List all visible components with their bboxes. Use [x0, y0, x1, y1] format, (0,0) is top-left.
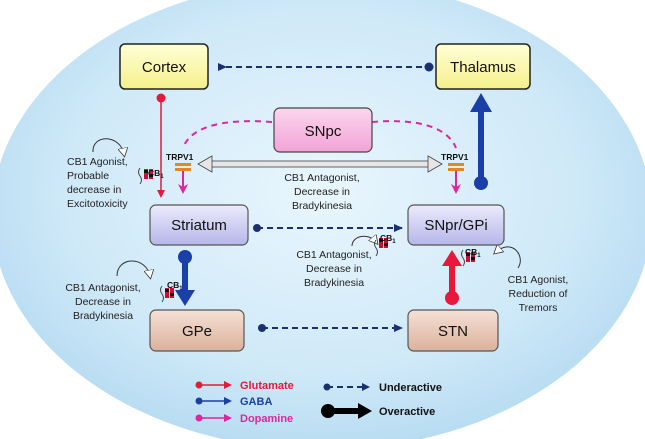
striatum-gpe-gaba — [175, 250, 195, 306]
annotation-cb1-antagonist-left: CB1 Antagonist, Decrease in Bradykinesia — [65, 282, 140, 322]
svg-text:Bradykinesia: Bradykinesia — [73, 310, 133, 322]
curve-arrow-left-top-icon — [92, 138, 124, 154]
curve-arrow-center-icon — [351, 236, 376, 247]
thalamus-label: Thalamus — [450, 59, 516, 76]
cb1-receptor-left-top-icon: CB1 — [138, 167, 164, 185]
cortex-striatum-glutamate — [156, 93, 166, 198]
cb1-receptor-right-icon: CB1 — [461, 247, 481, 267]
snpc-box: SNpc — [273, 107, 373, 153]
cortex-box: Cortex — [119, 43, 209, 90]
svg-text:CB1: CB1 — [148, 168, 164, 180]
curve-arrow-left-bottom-icon — [116, 260, 150, 276]
svg-text:decrease in: decrease in — [67, 184, 121, 196]
snpr-gpi-label: SNpr/GPi — [424, 217, 487, 234]
svg-text:CB1 Agonist,: CB1 Agonist, — [67, 156, 128, 168]
snpc-dopamine-left — [178, 120, 273, 194]
annotation-cb1-antagonist-center: CB1 Antagonist, Decrease in Bradykinesia — [284, 172, 359, 212]
svg-text:CB1 Agonist,: CB1 Agonist, — [508, 274, 569, 286]
striatum-label: Striatum — [171, 217, 227, 234]
stn-box: STN — [407, 309, 499, 352]
svg-text:CB1: CB1 — [465, 247, 481, 259]
trpv1-receptor-right-icon — [448, 163, 464, 171]
svg-text:Excitotoxicity: Excitotoxicity — [67, 198, 128, 210]
svg-text:CB1: CB1 — [380, 233, 396, 245]
legend-underactive: Underactive — [323, 382, 442, 394]
annotation-cb1-agonist-right: CB1 Agonist, Reduction of Tremors — [508, 274, 569, 314]
trpv1-receptor-left-icon — [175, 163, 191, 171]
svg-text:CB1 Antagonist,: CB1 Antagonist, — [65, 282, 140, 294]
legend-glutamate-label: Glutamate — [240, 380, 294, 392]
striatum-box: Striatum — [149, 204, 249, 246]
legend-overactive-label: Overactive — [379, 406, 435, 418]
stn-label: STN — [438, 323, 468, 340]
trpv1-label-left: TRPV1 — [166, 152, 194, 162]
svg-text:Reduction of: Reduction of — [509, 288, 568, 300]
legend-underactive-label: Underactive — [379, 382, 442, 394]
svg-text:Decrease in: Decrease in — [306, 263, 362, 275]
svg-text:CB1: CB1 — [167, 280, 183, 292]
cortex-thalamus-link — [218, 62, 434, 72]
legend-dopamine-label: Dopamine — [240, 413, 293, 425]
legend-overactive: Overactive — [321, 403, 435, 419]
stn-snpr-glutamate — [442, 250, 462, 305]
svg-text:Bradykinesia: Bradykinesia — [292, 200, 352, 212]
trpv1-double-arrow — [197, 155, 443, 173]
svg-text:Decrease in: Decrease in — [75, 296, 131, 308]
svg-text:CB1 Antagonist,: CB1 Antagonist, — [296, 249, 371, 261]
snpr-gpi-box: SNpr/GPi — [407, 204, 505, 246]
cortex-label: Cortex — [142, 59, 187, 76]
svg-text:Probable: Probable — [67, 170, 109, 182]
svg-text:Decrease in: Decrease in — [294, 186, 350, 198]
annotation-cb1-agonist-left: CB1 Agonist, Probable decrease in Excito… — [67, 156, 128, 210]
gpe-label: GPe — [182, 323, 212, 340]
svg-text:Bradykinesia: Bradykinesia — [304, 277, 364, 289]
legend-gaba-label: GABA — [240, 396, 272, 408]
gpe-stn-link — [258, 324, 403, 332]
legend-dopamine: Dopamine — [195, 413, 293, 425]
svg-text:Tremors: Tremors — [519, 302, 558, 314]
cb1-receptor-center-icon: CB1 — [374, 233, 396, 257]
svg-text:CB1 Antagonist,: CB1 Antagonist, — [284, 172, 359, 184]
snpc-dopamine-right — [371, 120, 461, 194]
legend: Glutamate GABA Dopamine Underactive Over… — [195, 380, 442, 425]
gpe-box: GPe — [149, 309, 245, 352]
cb1-receptor-left-bottom-icon: CB1 — [160, 280, 183, 303]
striatum-snpr-link — [253, 224, 403, 232]
legend-gaba: GABA — [195, 396, 272, 408]
snpr-thalamus-gaba — [470, 93, 492, 190]
snpc-label: SNpc — [305, 123, 342, 140]
curve-arrow-right-icon — [496, 247, 521, 269]
annotation-cb1-antagonist-mid: CB1 Antagonist, Decrease in Bradykinesia — [296, 249, 371, 289]
legend-glutamate: Glutamate — [195, 380, 294, 392]
thalamus-box: Thalamus — [435, 43, 531, 90]
trpv1-label-right: TRPV1 — [441, 152, 469, 162]
